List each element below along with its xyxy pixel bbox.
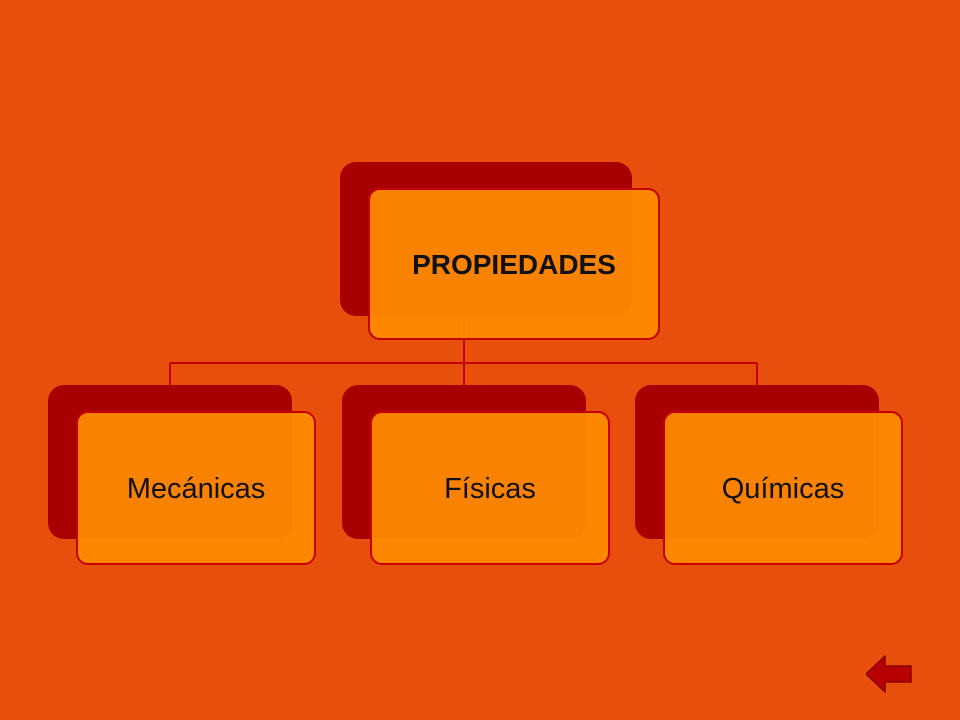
node-label: PROPIEDADES	[368, 188, 660, 340]
node-label: Mecánicas	[76, 411, 316, 565]
node-label: Químicas	[663, 411, 903, 565]
node-label: Físicas	[370, 411, 610, 565]
left-arrow-icon[interactable]	[866, 655, 912, 693]
